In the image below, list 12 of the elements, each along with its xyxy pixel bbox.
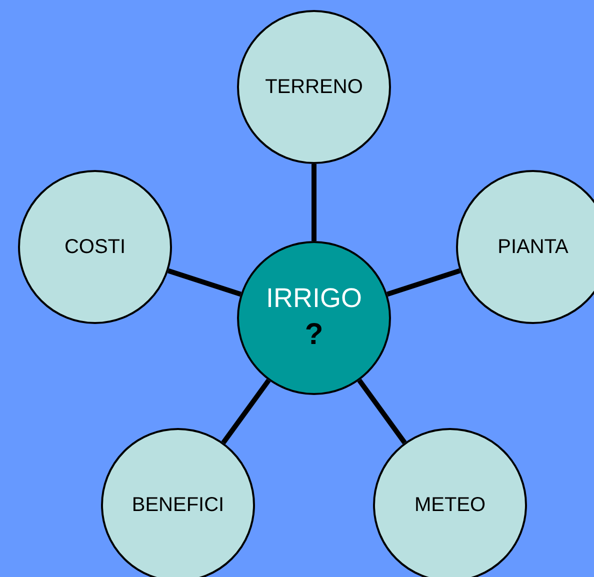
circle-label: BENEFICI bbox=[132, 493, 224, 518]
question-mark: ? bbox=[304, 317, 324, 354]
circle-label: TERRENO bbox=[265, 75, 363, 100]
connector-line bbox=[357, 378, 407, 444]
connector-line bbox=[386, 268, 461, 297]
connector-line bbox=[167, 268, 242, 297]
circle-label: PIANTA bbox=[498, 235, 568, 260]
circle-label: COSTI bbox=[64, 235, 126, 260]
circle-label: IRRIGO bbox=[266, 282, 362, 316]
connector-line bbox=[312, 164, 316, 241]
connector-line bbox=[221, 378, 271, 444]
circle-label: METEO bbox=[414, 493, 486, 518]
